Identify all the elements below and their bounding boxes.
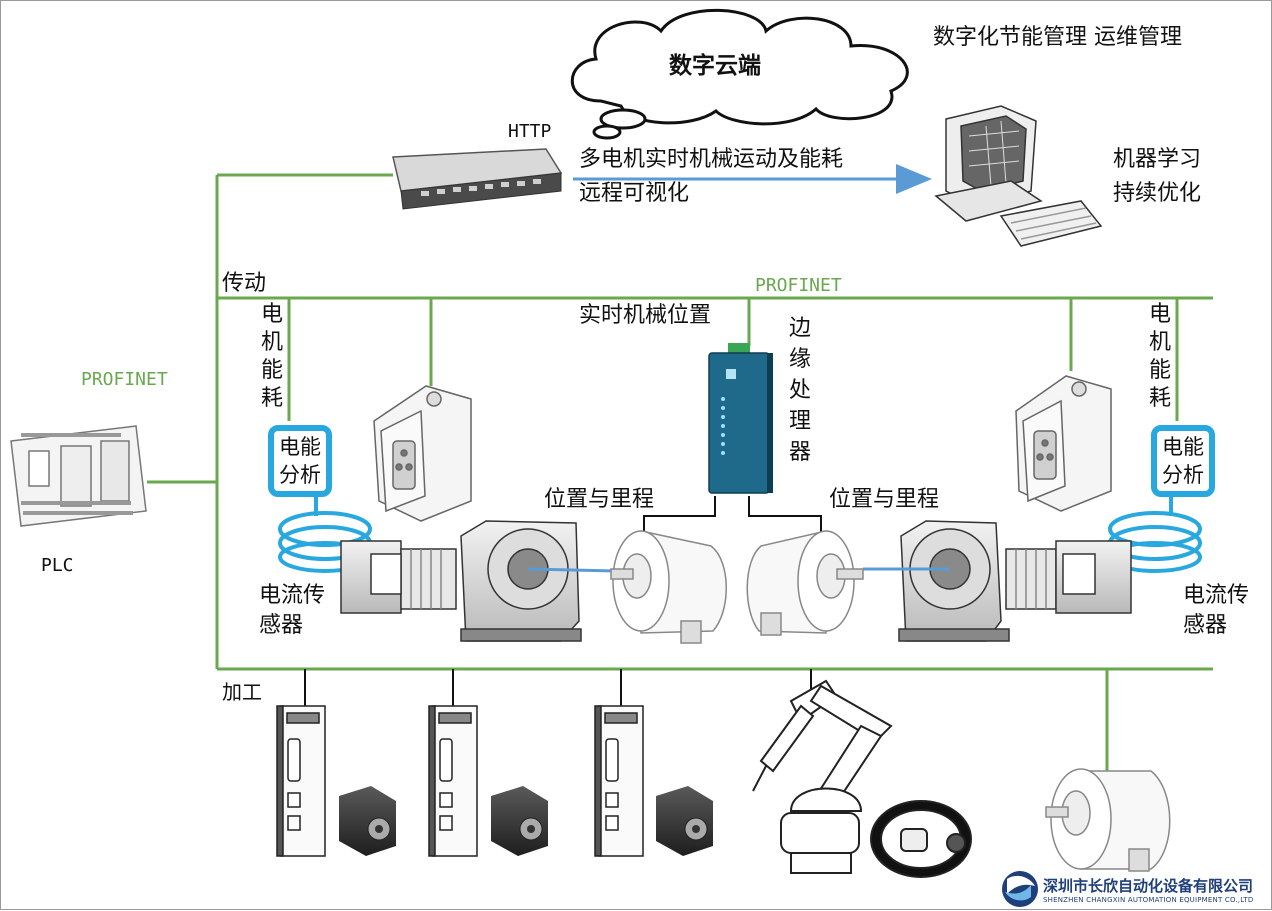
current-sensor-left-label: 电流传感器	[259, 583, 326, 638]
edge-processor-label: 边缘处理器	[788, 316, 811, 465]
network-lines	[147, 173, 1213, 771]
gear-motor-icon-right	[898, 520, 1132, 642]
energy-analysis-left-box: 电能分析	[268, 425, 332, 497]
servo-driver-icon-2	[428, 705, 478, 857]
drive-cabinet-icon-right	[1015, 375, 1112, 512]
network-switch-icon	[392, 148, 563, 210]
encoder-icon-left	[610, 530, 727, 644]
current-sensor-right-label: 电流传感器	[1183, 583, 1250, 638]
computer-icon	[934, 105, 1103, 247]
gateway-icon	[708, 343, 773, 494]
cloud-label: 数字云端	[669, 53, 761, 79]
ml-line1: 机器学习	[1113, 147, 1202, 172]
position-mileage-right-label: 位置与里程	[829, 487, 940, 512]
drive-cabinet-icon-left	[373, 385, 472, 522]
http-label: HTTP	[508, 121, 552, 142]
motor-energy-right-label: 电机能耗	[1148, 302, 1171, 411]
shaft-link-left	[527, 567, 617, 573]
plc-label: PLC	[41, 555, 74, 576]
position-mileage-left-label: 位置与里程	[544, 487, 655, 512]
realtime-position-label: 实时机械位置	[579, 303, 712, 328]
ml-line2: 持续优化	[1113, 181, 1202, 206]
profinet-left-label: PROFINET	[81, 369, 168, 390]
energy-analysis-right-box: 电能分析	[1151, 425, 1215, 497]
gear-ring-icon	[870, 800, 972, 878]
servo-motor-icon-3	[656, 786, 713, 856]
motor-energy-left-label: 电机能耗	[260, 302, 283, 411]
gear-motor-icon-left	[340, 520, 582, 642]
plc-icon	[10, 425, 147, 527]
signal-lines	[304, 496, 822, 706]
company-logo-icon	[1002, 871, 1038, 907]
drive-label: 传动	[222, 271, 267, 296]
remote-viz-line1: 多电机实时机械运动及能耗	[579, 147, 844, 172]
machining-label: 加工	[222, 680, 262, 704]
encoder-icon-bottom	[1045, 768, 1171, 872]
servo-driver-icon-3	[594, 705, 644, 857]
servo-motor-icon-2	[491, 786, 548, 856]
servo-driver-icon-1	[276, 705, 326, 857]
cloud-icon	[570, 8, 909, 140]
servo-motor-icon-1	[339, 786, 396, 856]
encoder-icon-right	[746, 530, 864, 636]
company-name: 深圳市长欣自动化设备有限公司	[1043, 877, 1254, 895]
robot-arm-icon	[752, 679, 893, 874]
remote-viz-line2: 远程可视化	[579, 181, 690, 206]
profinet-top-label: PROFINET	[755, 275, 842, 296]
cloud-services-label: 数字化节能管理 运维管理	[933, 25, 1182, 50]
company-name-en: SHENZHEN CHANGXIN AUTOMATION EQUIPMENT C…	[1043, 896, 1254, 904]
